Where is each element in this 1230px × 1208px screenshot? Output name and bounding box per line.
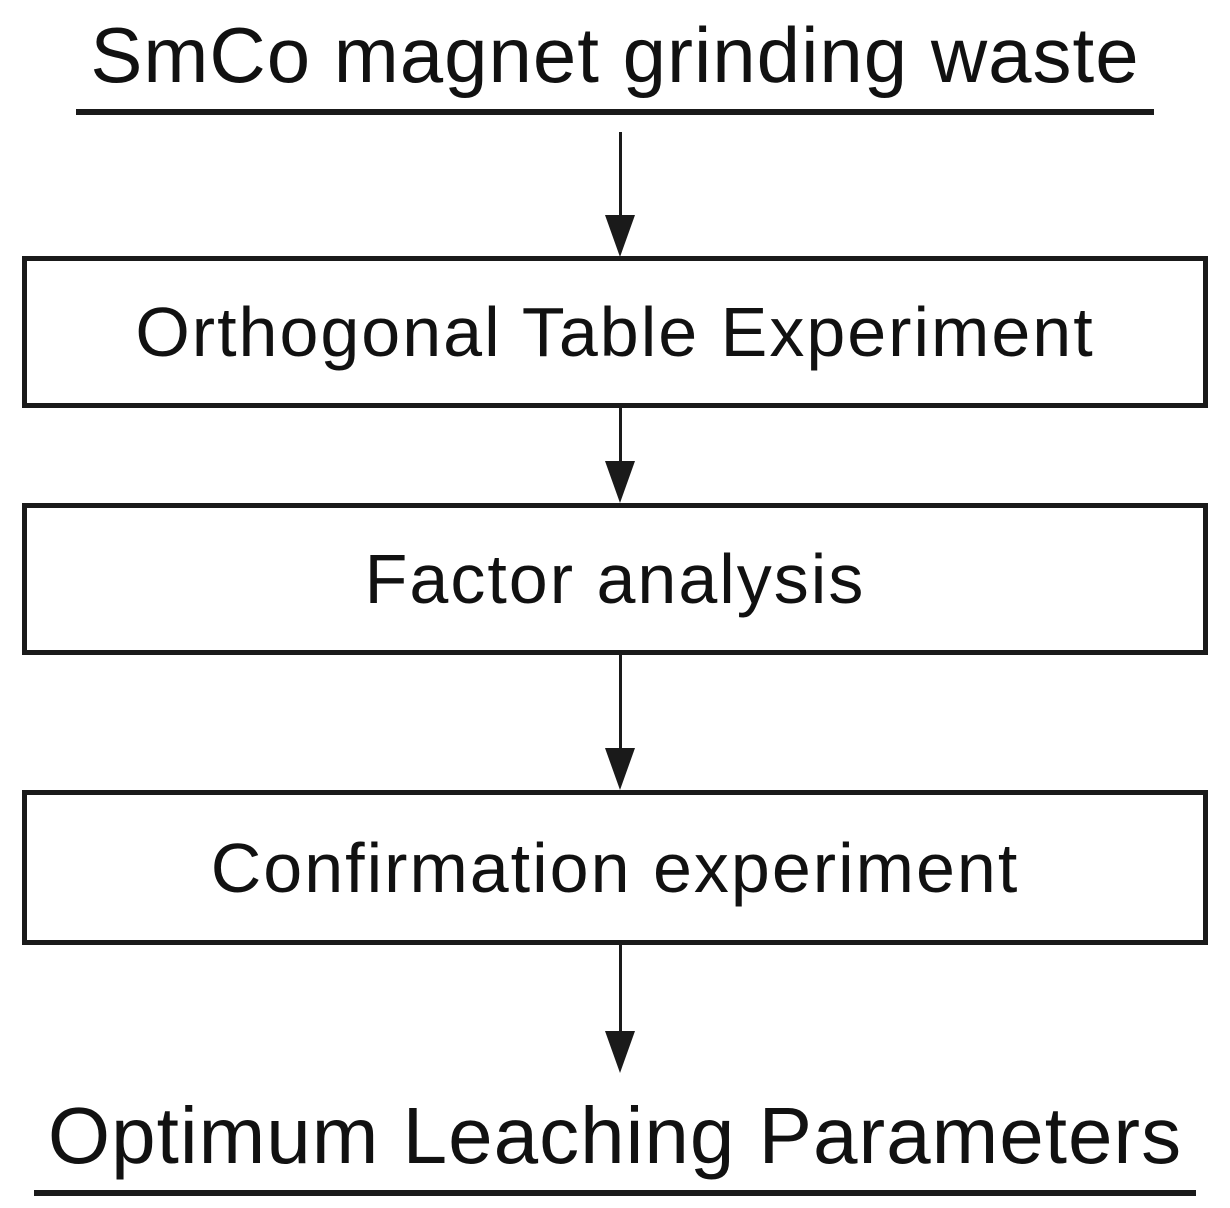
flow-box-label: Factor analysis [364, 540, 866, 618]
flow-box-label: Confirmation experiment [210, 828, 1020, 907]
flow-start-node: SmCo magnet grinding waste [0, 10, 1230, 115]
arrow-line [618, 408, 622, 462]
flow-box-confirmation-experiment: Confirmation experiment [22, 790, 1208, 945]
flow-end-label: Optimum Leaching Parameters [33, 1090, 1197, 1196]
flow-box-orthogonal-table-experiment: Orthogonal Table Experiment [22, 256, 1208, 408]
flow-connector-1 [605, 132, 635, 257]
flow-end-node: Optimum Leaching Parameters [0, 1090, 1230, 1196]
arrow-down-icon [605, 215, 635, 257]
flow-connector-4 [605, 945, 635, 1073]
arrow-down-icon [605, 461, 635, 503]
flow-connector-2 [605, 408, 635, 503]
flow-box-label: Orthogonal Table Experiment [135, 293, 1095, 371]
arrow-down-icon [605, 748, 635, 790]
arrow-line [618, 655, 622, 749]
flow-box-factor-analysis: Factor analysis [22, 503, 1208, 655]
arrow-line [618, 945, 622, 1032]
flow-start-label: SmCo magnet grinding waste [76, 10, 1154, 115]
arrow-line [618, 132, 622, 216]
flow-connector-3 [605, 655, 635, 790]
arrow-down-icon [605, 1031, 635, 1073]
